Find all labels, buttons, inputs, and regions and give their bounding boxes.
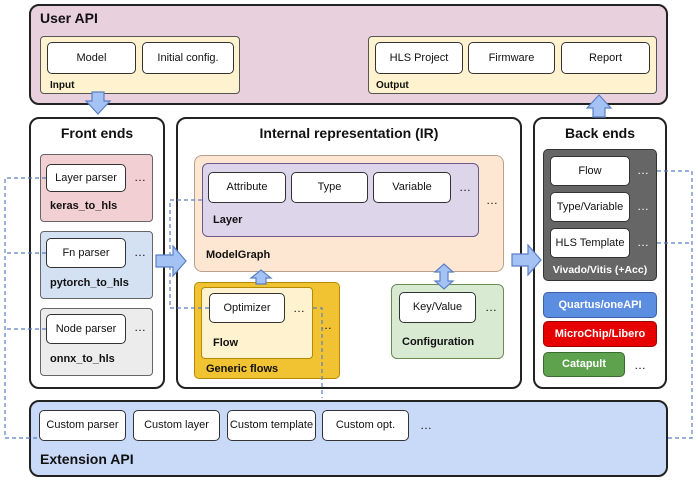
model-box: Model: [47, 42, 136, 74]
arrow-modelgraph-configuration: [433, 263, 455, 290]
pytorch-ellipsis: …: [134, 245, 147, 259]
hls-project-box: HLS Project: [375, 42, 463, 74]
custom-parser-box: Custom parser: [39, 410, 126, 441]
connector-flow-left: [169, 199, 209, 309]
custom-template-box: Custom template: [227, 410, 316, 441]
flow-ellipsis: …: [293, 301, 306, 315]
arrow-frontends-to-ir: [155, 244, 187, 278]
initial-config-box: Initial config.: [142, 42, 234, 74]
catapult-box: Catapult: [543, 352, 625, 377]
arrow-ir-to-backends: [511, 243, 542, 277]
flow-label: Flow: [213, 337, 239, 349]
keras-ellipsis: …: [134, 170, 147, 184]
extension-ellipsis: …: [420, 418, 433, 432]
backends-ellipsis: …: [634, 358, 647, 372]
onnx-to-hls-label: onnx_to_hls: [50, 353, 115, 365]
key-value-box: Key/Value: [399, 292, 476, 323]
arrow-flows-to-modelgraph: [249, 269, 273, 285]
type-box: Type: [291, 172, 368, 203]
model-graph-ellipsis: …: [486, 193, 499, 207]
generic-flows-ellipsis: …: [320, 318, 333, 332]
extension-api-title: Extension API: [40, 451, 134, 467]
keras-to-hls-label: keras_to_hls: [50, 200, 118, 212]
firmware-box: Firmware: [468, 42, 555, 74]
user-api-title: User API: [40, 10, 98, 26]
layer-label: Layer: [213, 214, 243, 226]
front-ends-title: Front ends: [60, 125, 134, 141]
custom-layer-box: Custom layer: [133, 410, 220, 441]
connector-backend: [657, 170, 693, 439]
block-arrows: [84, 91, 613, 290]
layer-ellipsis: …: [459, 180, 472, 194]
back-ends-title: Back ends: [564, 125, 636, 141]
output-label: Output: [376, 80, 409, 91]
vivado-type-ellipsis: …: [637, 199, 650, 213]
microchip-box: MicroChip/Libero: [543, 321, 657, 347]
layer-parser-box: Layer parser: [46, 164, 126, 192]
hls-template-box: HLS Template: [550, 228, 630, 258]
fn-parser-box: Fn parser: [46, 238, 126, 268]
arrow-backends-to-output: [585, 94, 613, 118]
model-graph-label: ModelGraph: [206, 249, 271, 261]
node-parser-box: Node parser: [46, 314, 126, 344]
quartus-box: Quartus/oneAPI: [543, 292, 657, 318]
pytorch-to-hls-label: pytorch_to_hls: [50, 277, 129, 289]
custom-opt-box: Custom opt.: [322, 410, 409, 441]
dashed-connectors: [4, 170, 693, 439]
type-variable-box: Type/Variable: [550, 192, 630, 222]
ir-title: Internal representation (IR): [259, 125, 439, 141]
input-label: Input: [50, 80, 75, 91]
variable-box: Variable: [373, 172, 451, 203]
backend-flow-box: Flow: [550, 156, 630, 186]
configuration-ellipsis: …: [485, 300, 498, 314]
configuration-label: Configuration: [402, 336, 475, 348]
vivado-flow-ellipsis: …: [637, 163, 650, 177]
arrow-input-to-frontends: [84, 91, 112, 115]
vivado-label: Vivado/Vitis (+Acc): [552, 264, 648, 276]
generic-flows-label: Generic flows: [206, 363, 279, 375]
optimizer-box: Optimizer: [209, 293, 285, 323]
report-box: Report: [561, 42, 650, 74]
onnx-ellipsis: …: [134, 320, 147, 334]
vivado-template-ellipsis: …: [637, 235, 650, 249]
attribute-box: Attribute: [208, 172, 286, 203]
connector-keras: [4, 177, 46, 439]
connector-flow-right: [313, 307, 323, 398]
